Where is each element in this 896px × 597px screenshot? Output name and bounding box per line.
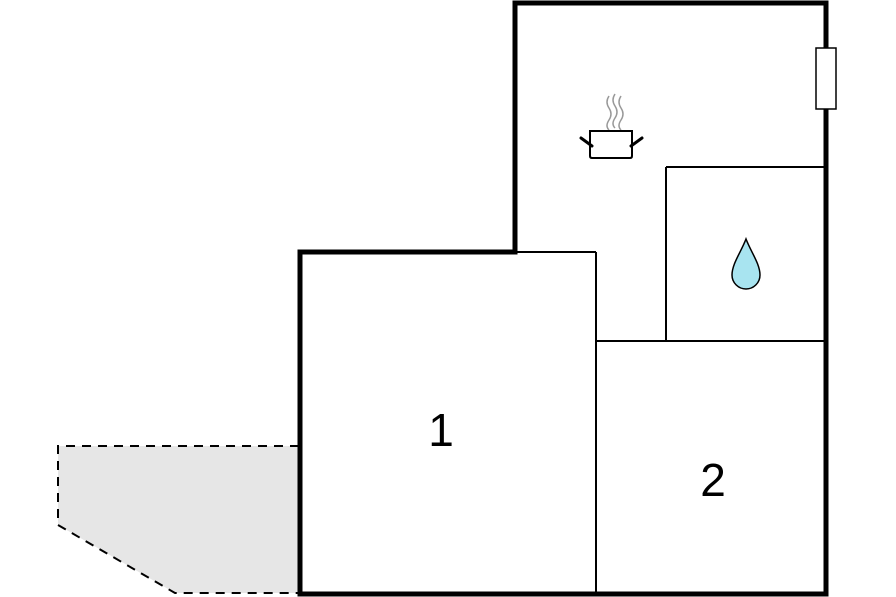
exterior-walls	[297, 0, 829, 597]
room-2-label: 2	[700, 454, 726, 506]
water-drop-icon	[731, 236, 761, 290]
interior-walls	[514, 166, 826, 594]
terrace-area	[58, 446, 299, 593]
terrace-outline	[57, 445, 299, 594]
cooking-pot-icon	[579, 93, 644, 159]
window-icon	[815, 47, 837, 110]
room-1-label: 1	[428, 404, 454, 456]
